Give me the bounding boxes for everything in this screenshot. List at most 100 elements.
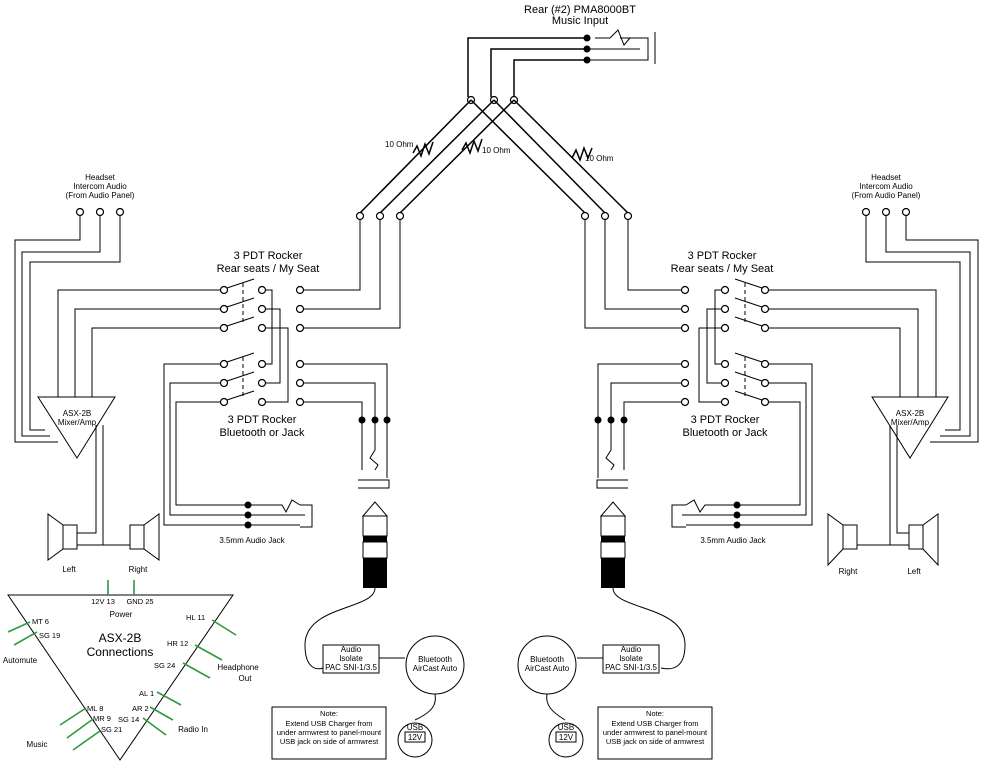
power-label: Power [110,610,133,619]
pin-sg24: SG 24 [154,661,175,670]
left-speaker-a: Left [47,513,78,574]
right-note-line-1: Note: [646,709,664,718]
right-note-line-3: under armwrest to panel-mount [603,728,708,737]
right-rocker-top-subtitle: Rear seats / My Seat [671,263,774,275]
automute-label: Automute [3,656,38,665]
right-aux-jack-label: 3.5mm Audio Jack [700,536,766,545]
pin-gnd: GND 25 [126,597,153,606]
right-amp-label-1: ASX-2B [896,409,924,418]
left-rocker-top-title: 3 PDT Rocker [234,250,303,262]
left-headset-label-2: Intercom Audio [73,182,127,191]
left-usb: USB 12V [397,722,433,758]
right-isolator-label-1: Audio [621,645,642,654]
right-rocker-top [584,219,770,333]
left-headset-label-1: Headset [85,173,116,182]
right-amp-label-2: Mixer/Amp [891,418,930,427]
right-bluetooth-label-1: Bluetooth [530,655,564,664]
left-isolator-label-3: PAC SNI-1/3.5 [325,663,377,672]
right-plug [599,501,686,670]
pin-hr: HR 12 [167,639,188,648]
left-isolator: Audio Isolate PAC SNI-1/3.5 [322,644,405,674]
pin-hl: HL 11 [186,613,205,622]
left-rocker-top [219,219,401,333]
pin-ml: ML 8 [87,704,103,713]
left-rocker-bottom [57,289,388,526]
right-usb-voltage: 12V [559,733,574,742]
left-isolator-label-2: Isolate [339,654,363,663]
right-rocker-bottom-title: 3 PDT Rocker [691,414,760,426]
right-headset-label-2: Intercom Audio [859,182,913,191]
left-headset-label-3: (From Audio Panel) [66,191,135,200]
right-mid-jack [594,416,628,489]
left-plug [304,501,389,670]
pin-12v: 12V 13 [91,597,115,606]
left-aux-jack: 3.5mm Audio Jack [219,499,313,545]
pin-ar: AR 2 [132,704,149,713]
right-rocker-bottom [597,289,937,526]
right-speaker-b-label: Left [907,567,921,576]
left-speaker-a-label: Left [62,565,76,574]
right-speaker-a-label: Right [839,567,858,576]
left-bluetooth-label-2: AirCast Auto [413,664,458,673]
pin-sg14: SG 14 [118,715,139,724]
right-rocker-bottom-subtitle: Bluetooth or Jack [683,427,768,439]
left-usb-label: USB [407,723,423,732]
left-amp-label-1: ASX-2B [63,409,91,418]
resistor-left [412,141,434,159]
pin-sg21: SG 21 [101,725,122,734]
resistor-network: 10 Ohm 10 Ohm 10 Ohm [355,99,633,221]
right-headset-label-1: Headset [871,173,902,182]
left-speaker-b-label: Right [129,565,148,574]
left-speaker-b: Right [129,513,160,574]
right-note-line-4: USB jack on side of armwrest [606,737,705,746]
right-aux-jack: 3.5mm Audio Jack [671,499,767,545]
left-mid-jack [358,416,391,489]
right-speaker-a: Right [827,513,858,576]
right-isolator-label-2: Isolate [619,654,643,663]
music-label: Music [27,740,48,749]
right-headset-label-3: (From Audio Panel) [852,191,921,200]
right-usb-label: USB [558,723,574,732]
headphone-label-2: Out [239,674,253,683]
right-side: Headset Intercom Audio (From Audio Panel… [517,173,979,760]
pin-sg19: SG 19 [39,631,60,640]
resistor-label-1: 10 Ohm [385,140,414,149]
right-speaker-b: Left [907,513,939,576]
left-bluetooth: Bluetooth AirCast Auto [405,635,465,721]
connections-title-1: ASX-2B [99,631,142,645]
top-input-jack: Rear (#2) PMA8000BT Music Input [466,4,656,105]
resistor-middle [461,138,483,156]
left-isolator-label-1: Audio [341,645,362,654]
resistor-label-3: 10 Ohm [585,154,614,163]
right-bluetooth-label-2: AirCast Auto [525,664,570,673]
left-note-line-4: USB jack on side of armwrest [280,737,379,746]
asx2b-connections: ASX-2B Connections 12V 13 GND 25 Power M… [3,580,259,761]
right-amp: ASX-2B Mixer/Amp [848,396,949,546]
right-isolator: Audio Isolate PAC SNI-1/3.5 [577,644,660,674]
resistor-right [571,145,593,163]
left-aux-jack-label: 3.5mm Audio Jack [219,536,285,545]
top-input-title: Rear (#2) PMA8000BT [524,4,636,16]
right-isolator-label-3: PAC SNI-1/3.5 [605,663,657,672]
connections-title-2: Connections [87,645,154,659]
headphone-label-1: Headphone [217,663,259,672]
pin-al: AL 1 [139,689,154,698]
left-amp-label-2: Mixer/Amp [58,418,97,427]
pin-mt: MT 6 [32,617,49,626]
radio-label: Radio In [178,725,208,734]
left-amp: ASX-2B Mixer/Amp [37,396,135,546]
left-rocker-top-subtitle: Rear seats / My Seat [217,263,320,275]
right-usb: USB 12V [548,722,584,758]
left-note-line-2: Extend USB Charger from [285,719,372,728]
top-input-subtitle: Music Input [552,15,608,27]
left-note: Note: Extend USB Charger from under armw… [271,706,387,760]
right-bluetooth: Bluetooth AirCast Auto [517,635,577,721]
right-note-line-2: Extend USB Charger from [611,719,698,728]
left-rocker-bottom-subtitle: Bluetooth or Jack [220,427,305,439]
left-usb-voltage: 12V [408,733,423,742]
left-bluetooth-label-1: Bluetooth [418,655,452,664]
left-rocker-bottom-title: 3 PDT Rocker [228,414,297,426]
left-side: Headset Intercom Audio (From Audio Panel… [14,173,465,760]
pin-mr: MR 9 [93,714,111,723]
